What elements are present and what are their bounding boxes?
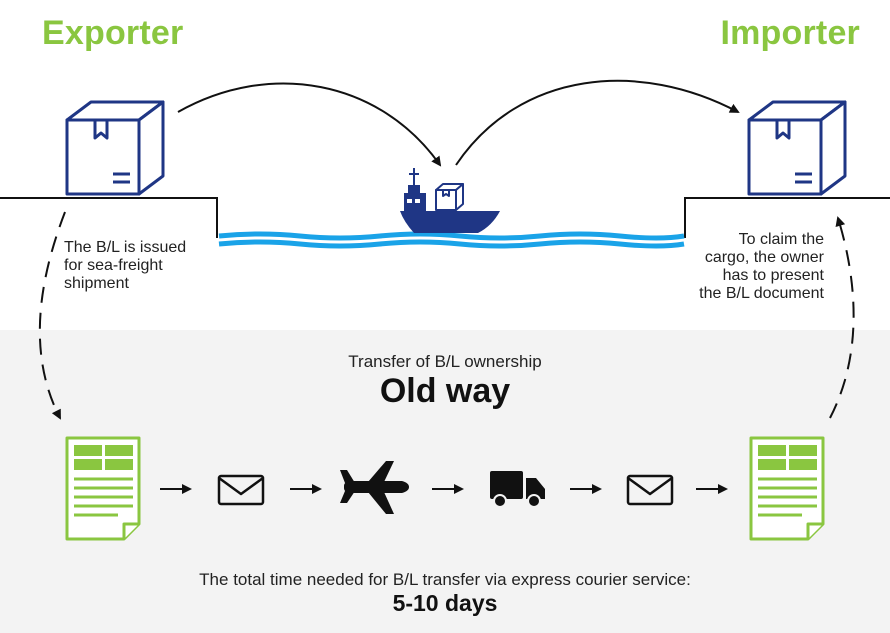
cargo-ship-icon — [400, 168, 500, 233]
exporter-title: Exporter — [42, 14, 184, 52]
transfer-title: Old way — [379, 372, 511, 410]
bl-document-icon-importer — [749, 436, 825, 541]
transfer-subtitle: Transfer of B/L ownership — [348, 352, 542, 371]
exporter-cargo-box-icon — [65, 100, 165, 196]
bl-issued-line: shipment — [64, 275, 129, 292]
sea-water — [218, 231, 685, 241]
claim-cargo-note: To claim the cargo, the owner has to pre… — [699, 231, 824, 303]
exporter-down-dashed-arrow — [38, 211, 66, 420]
ship-to-importer-arrow — [455, 79, 740, 166]
envelope-icon — [626, 474, 674, 506]
exporter-to-ship-arrow — [177, 82, 442, 167]
exporter-dock — [0, 197, 218, 238]
claim-cargo-line: has to present — [722, 267, 824, 284]
envelope-icon — [217, 474, 265, 506]
bl-document-icon-exporter — [65, 436, 141, 541]
claim-cargo-line: To claim the — [738, 231, 824, 248]
importer-title: Importer — [720, 14, 860, 52]
claim-cargo-line: the B/L document — [699, 285, 824, 302]
total-time-label: The total time needed for B/L transfer v… — [199, 570, 691, 589]
claim-cargo-line: cargo, the owner — [704, 249, 824, 266]
transfer-section-background — [0, 330, 890, 633]
importer-cargo-box-icon — [747, 100, 847, 196]
bl-issued-line: for sea-freight — [64, 257, 163, 274]
airplane-icon — [340, 461, 409, 514]
total-time-value: 5-10 days — [392, 590, 498, 616]
bl-issued-line: The B/L is issued — [64, 239, 187, 256]
sea-water-wave — [218, 239, 685, 249]
truck-icon — [490, 471, 545, 508]
importer-dock — [684, 197, 890, 238]
bl-issued-note: The B/L is issued for sea-freight shipme… — [64, 239, 186, 293]
